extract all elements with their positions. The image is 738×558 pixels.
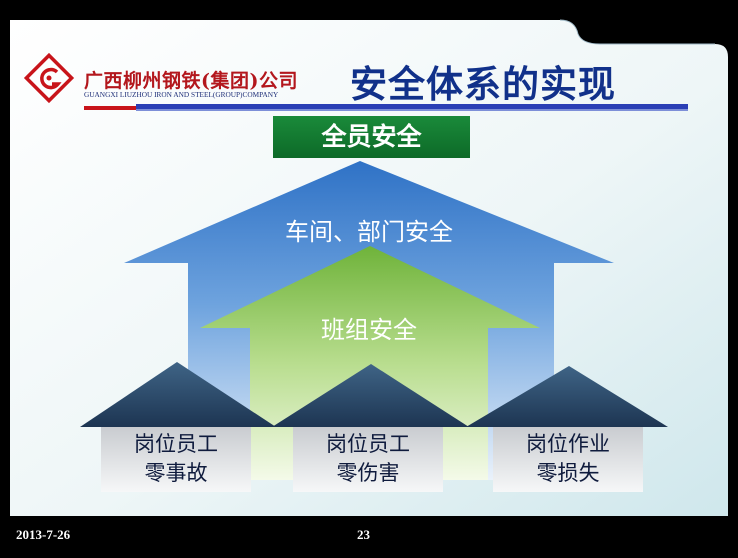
post-label-2: 岗位员工 零伤害 bbox=[293, 430, 443, 488]
post-house-2 bbox=[272, 364, 469, 492]
footer-date: 2013-7-26 bbox=[16, 527, 71, 542]
workshop-label: 车间、部门安全 bbox=[285, 218, 453, 246]
header-underline bbox=[136, 104, 688, 111]
header-accent-red bbox=[84, 106, 142, 110]
post-house-1 bbox=[80, 362, 276, 492]
team-label: 班组安全 bbox=[321, 316, 417, 344]
post-label-2-line1: 岗位员工 bbox=[326, 432, 410, 456]
company-name-en: GUANGXI LIUZHOU IRON AND STEEL(GROUP)COM… bbox=[84, 90, 279, 99]
post-label-3-line2: 零损失 bbox=[536, 461, 600, 485]
top-box bbox=[273, 116, 470, 158]
slide-title: 安全体系的实现 bbox=[350, 63, 616, 106]
post-label-1-line2: 零事故 bbox=[144, 461, 208, 485]
page-number: 23 bbox=[357, 527, 370, 542]
post-label-3-line1: 岗位作业 bbox=[526, 432, 610, 456]
post-house-3 bbox=[466, 366, 668, 492]
liuzhou-steel-logo-icon bbox=[23, 52, 75, 104]
post-label-3: 岗位作业 零损失 bbox=[493, 430, 643, 488]
post-label-1: 岗位员工 零事故 bbox=[101, 430, 251, 488]
post-label-1-line1: 岗位员工 bbox=[134, 432, 218, 456]
company-name: 广西柳州钢铁(集团)公司 bbox=[84, 70, 298, 92]
top-label: 全员安全 bbox=[321, 122, 422, 151]
post-label-2-line2: 零伤害 bbox=[336, 461, 400, 485]
